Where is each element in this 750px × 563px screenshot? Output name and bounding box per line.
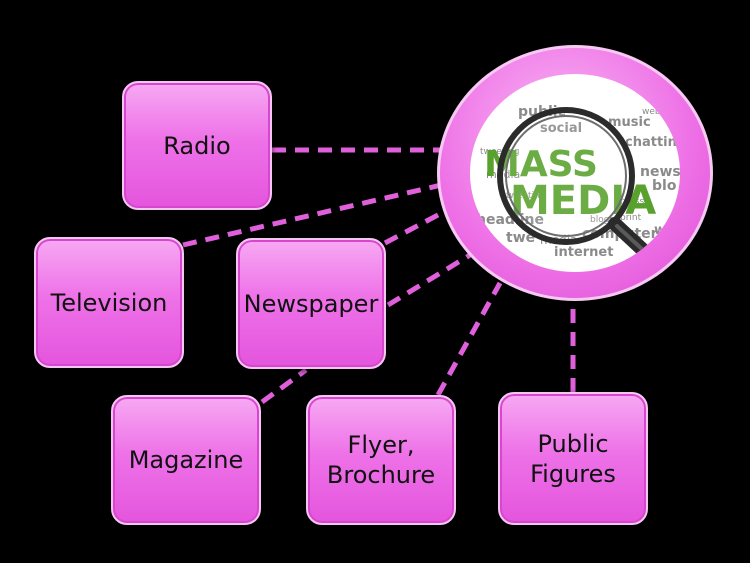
hub-word-cloud: public social music web chatting news me… [470,74,680,272]
connector-flyer [435,281,503,397]
node-public-label: Public Figures [530,429,616,488]
cloud-word: print [620,213,642,223]
cloud-word: chatting [625,135,680,150]
node-newspaper: Newspaper [236,238,386,369]
connector-magazine [260,367,308,405]
cloud-word: social [540,121,582,136]
cloud-word: blo [652,178,677,194]
node-radio: Radio [122,81,272,210]
magnifying-glass-icon [497,107,665,271]
cloud-word: press [620,197,644,207]
cloud-word: twe [506,230,535,246]
node-radio-label: Radio [163,131,231,160]
cloud-word: we [654,223,675,238]
cloud-word: news [640,164,680,180]
node-flyer-label: Flyer, Brochure [326,431,436,489]
cloud-word: internet [554,245,613,260]
cloud-word: web [642,107,661,117]
cloud-word: tweeting [480,147,519,157]
node-public-figures: Public Figures [498,392,648,525]
cloud-word: media [486,168,520,181]
node-magazine-label: Magazine [128,446,244,474]
node-flyer-brochure: Flyer, Brochure [306,395,456,525]
node-newspaper-label: Newspaper [243,289,379,318]
connector-newspaper-lower [386,252,472,308]
connector-newspaper [383,203,457,246]
node-television-label: Television [50,288,168,317]
cloud-word: headline [476,212,544,228]
cloud-word: blogs [590,215,614,225]
cloud-word: music [608,115,651,130]
node-television: Television [34,237,184,368]
mass-media-hub: public social music web chatting news me… [437,45,713,301]
node-magazine: Magazine [111,395,261,525]
cloud-word: tweeting [506,191,545,201]
